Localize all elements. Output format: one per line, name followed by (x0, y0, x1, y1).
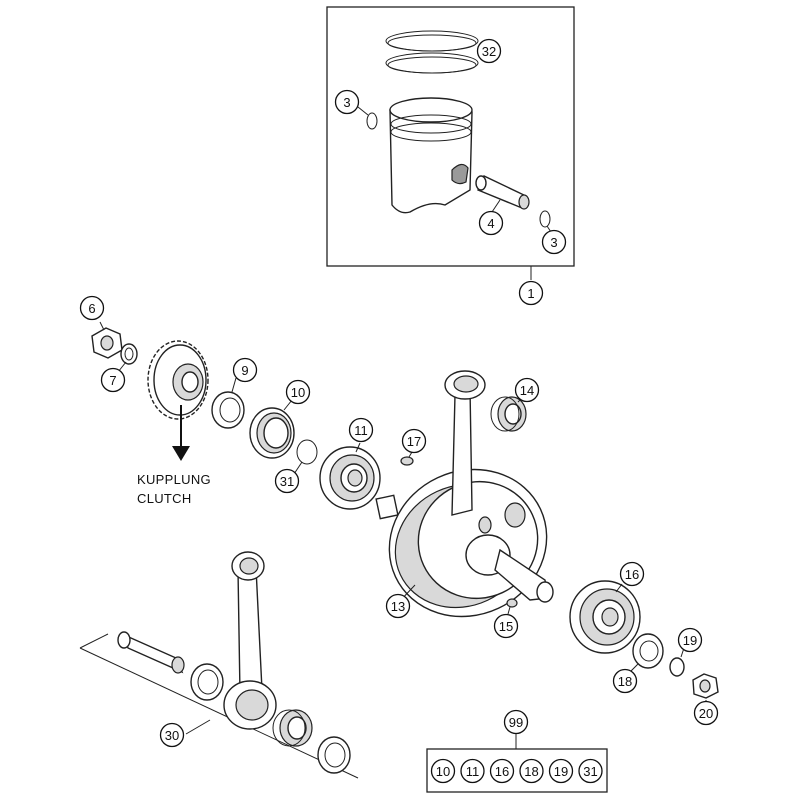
callout-c6: 6 (79, 295, 105, 321)
callout-label: 3 (550, 235, 557, 250)
kit-99-item-label: 31 (583, 764, 597, 779)
callout-label: 1 (527, 286, 534, 301)
callout-c18: 18 (612, 668, 638, 694)
callout-label: 6 (88, 301, 95, 316)
piston-pin (475, 175, 530, 210)
kit-99-item-label: 10 (436, 764, 450, 779)
kit-99-item: 31 (578, 758, 603, 784)
callout-c11: 11 (348, 417, 374, 443)
callout-c17: 17 (401, 428, 427, 454)
callout-c14: 14 (514, 377, 540, 403)
o-ring (296, 439, 318, 465)
kit-bracket-side (79, 647, 359, 779)
callout-label: 18 (618, 674, 632, 689)
woodruff-key (400, 456, 414, 466)
callout-c19: 19 (677, 627, 703, 653)
kit-99-item: 10 (430, 758, 456, 784)
spacer-shim (211, 391, 245, 429)
callout-label: 30 (165, 728, 179, 743)
callout-c7: 7 (100, 367, 126, 393)
nut (91, 327, 123, 359)
crankshaft (375, 468, 554, 618)
kit-thrust-washer-top (190, 663, 224, 701)
kit-99-item-label: 11 (466, 764, 480, 779)
kit-99-contents: 10 11 16 18 19 31 (430, 758, 603, 784)
callout-c32: 32 (476, 38, 502, 64)
connecting-rod (444, 370, 486, 516)
callout-c99: 99 (503, 709, 529, 735)
callout-c16: 16 (619, 561, 645, 587)
callout-label: 13 (391, 599, 405, 614)
callout-c15: 15 (493, 613, 519, 639)
callout-label: 9 (241, 363, 248, 378)
callout-c30: 30 (159, 722, 185, 748)
primary-gear (147, 340, 209, 420)
kit-bracket-top (79, 633, 109, 649)
kit-99-item: 19 (548, 758, 574, 784)
callout-c1: 1 (518, 280, 544, 306)
kit-connecting-rod (223, 551, 277, 730)
kit-99-frame (426, 748, 608, 793)
woodruff-key-right (506, 598, 518, 608)
lock-washer (120, 343, 138, 365)
bearing-kit-99-group: 10 11 16 18 19 31 (426, 734, 608, 793)
lock-washer-right (669, 657, 685, 677)
callout-label: 4 (487, 216, 494, 231)
callout-c3b: 3 (541, 229, 567, 255)
callout-label: 20 (699, 706, 713, 721)
callout-label: 16 (625, 567, 639, 582)
callout-c31: 31 (274, 468, 300, 494)
callout-label: 32 (482, 44, 496, 59)
clutch-label-de: KUPPLUNG (137, 472, 211, 487)
piston-assembly-group (326, 6, 575, 280)
clutch-label-en: CLUTCH (137, 491, 192, 506)
callout-c4: 4 (478, 210, 504, 236)
callout-label: 15 (499, 619, 513, 634)
piston-group-frame (326, 6, 575, 267)
callout-c9: 9 (232, 357, 258, 383)
callout-label: 17 (407, 434, 421, 449)
callout-c10: 10 (285, 379, 311, 405)
nut-right (692, 673, 719, 699)
circlip-left (366, 112, 378, 130)
callout-label: 99 (509, 715, 523, 730)
callout-bubbles: 1 32 3 4 3 6 7 9 10 11 14 17 31 13 15 16 19 18 20 30 99 (79, 38, 719, 748)
callout-label: 31 (280, 474, 294, 489)
piston (389, 97, 473, 214)
needle-bearing-small-end (490, 396, 527, 432)
callout-c13: 13 (385, 593, 411, 619)
kit-99-item-label: 16 (495, 764, 509, 779)
clutch-arrow-head (172, 446, 190, 461)
kit-99-item-label: 18 (524, 764, 538, 779)
spacer-shim-right (632, 633, 664, 669)
callout-label: 19 (683, 633, 697, 648)
conrod-kit-group (79, 551, 359, 779)
callout-c20: 20 (693, 700, 719, 726)
shaft-seal (249, 407, 295, 459)
piston-rings (385, 30, 479, 74)
kit-99-item: 16 (489, 758, 515, 784)
callout-c3a: 3 (334, 89, 360, 115)
ball-bearing-left (319, 446, 381, 510)
callout-label: 3 (343, 95, 350, 110)
kit-99-item-label: 19 (554, 764, 568, 779)
ball-bearing-right (569, 580, 641, 654)
callout-label: 10 (291, 385, 305, 400)
kit-thrust-washer-bottom (317, 736, 351, 774)
callout-label: 11 (354, 423, 368, 438)
callout-label: 7 (109, 373, 116, 388)
circlip-right (539, 210, 551, 228)
kit-99-item: 11 (460, 758, 485, 784)
kit-99-item: 18 (519, 758, 544, 784)
kit-needle-bearing (272, 709, 313, 747)
kit-piston-pin (117, 631, 185, 674)
callout-label: 14 (520, 383, 534, 398)
